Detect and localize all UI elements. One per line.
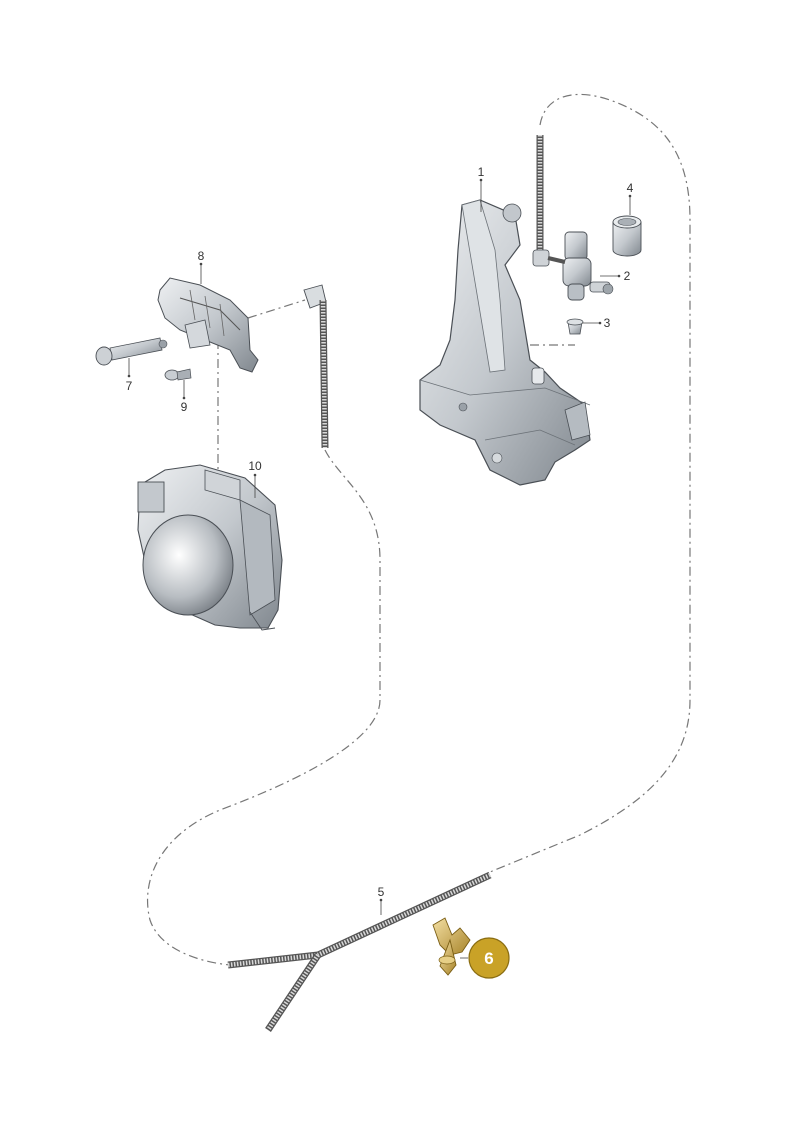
highlighted-callout-6[interactable]: 6 — [468, 937, 510, 979]
callout-2: 2 — [624, 269, 631, 283]
adjusting-bolt[interactable] — [95, 337, 168, 366]
washer-reservoir[interactable] — [419, 199, 591, 486]
nozzle-hose[interactable] — [303, 284, 329, 449]
mounting-bracket[interactable] — [157, 277, 259, 373]
washer-pump[interactable] — [547, 231, 614, 301]
hose-routing-lines — [146, 93, 691, 966]
callout-labels: 1 2 3 4 5 7 8 9 10 — [126, 165, 634, 899]
callout-10: 10 — [248, 459, 262, 473]
grommet[interactable] — [566, 318, 584, 335]
pump-supply-hose[interactable] — [532, 135, 550, 267]
callout-3: 3 — [604, 316, 611, 330]
leader-lines — [127, 178, 632, 959]
y-hose[interactable] — [227, 871, 492, 1032]
callout-4: 4 — [627, 181, 634, 195]
callout-1: 1 — [478, 165, 485, 179]
seal-sleeve[interactable] — [612, 215, 642, 257]
callout-9: 9 — [181, 400, 188, 414]
screw[interactable] — [164, 368, 192, 381]
callout-8: 8 — [198, 249, 205, 263]
lamp-unit[interactable] — [137, 464, 283, 631]
callout-5: 5 — [378, 885, 385, 899]
callout-7: 7 — [126, 379, 133, 393]
hose-clip[interactable] — [432, 917, 471, 976]
callout-6: 6 — [484, 949, 493, 968]
